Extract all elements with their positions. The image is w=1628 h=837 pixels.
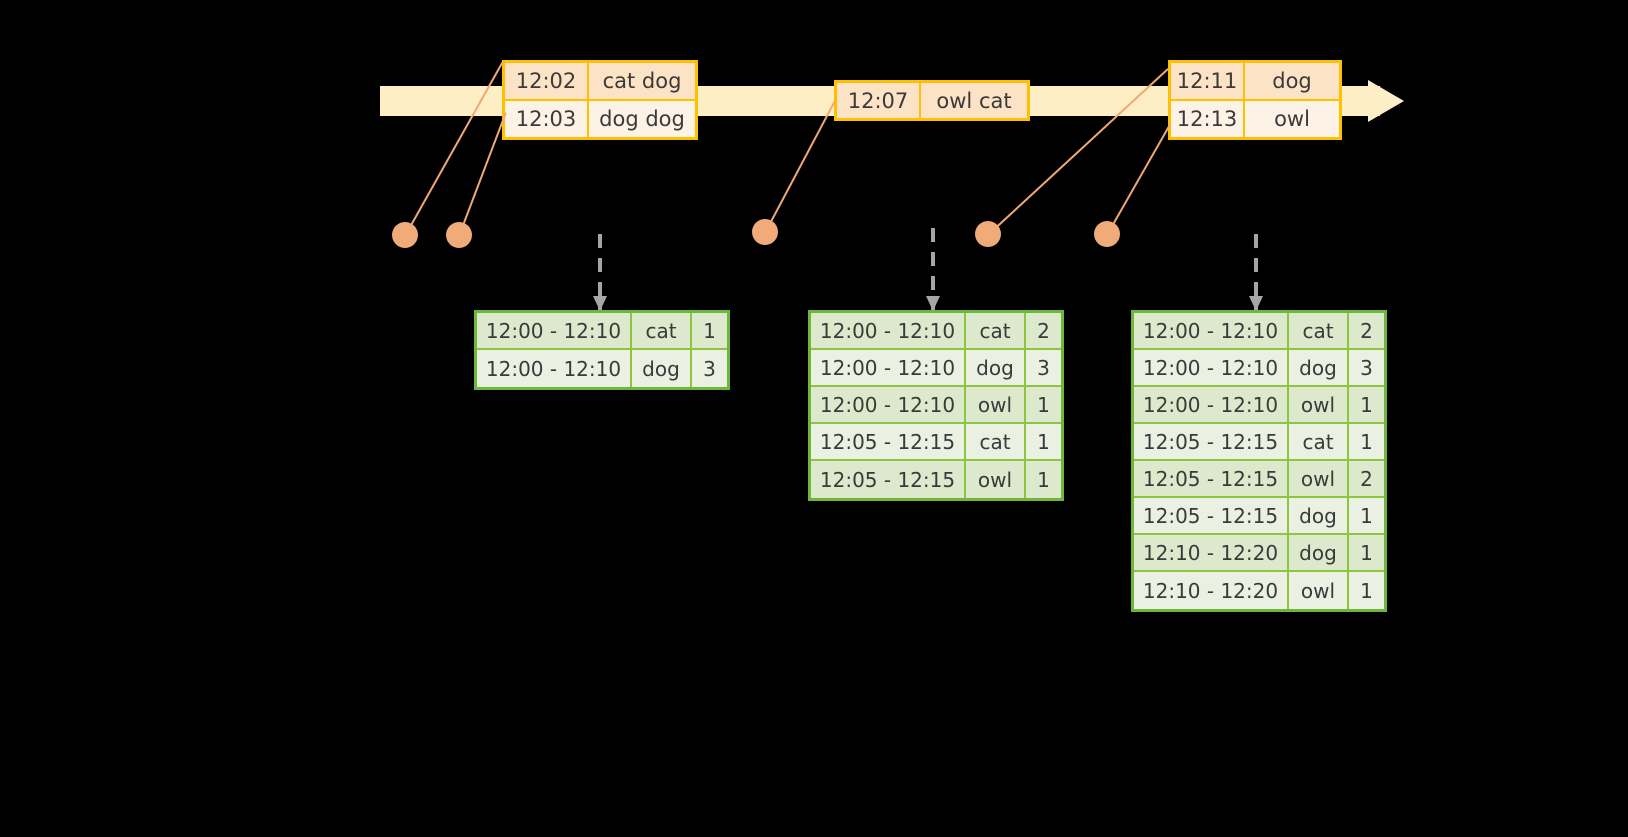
cell-word: owl — [1289, 387, 1349, 424]
arrow-head — [926, 296, 940, 311]
cell-word: owl — [966, 387, 1026, 424]
dashed-arrow-2 — [926, 228, 940, 311]
cell-window: 12:10 - 12:20 — [1134, 572, 1289, 609]
arrow-head — [1249, 296, 1263, 311]
arrow-stem — [931, 228, 935, 310]
event-words: cat dog — [589, 63, 695, 99]
event-row: 12:07 owl cat — [837, 83, 1027, 118]
cell-word: owl — [1289, 461, 1349, 498]
cell-count: 2 — [1349, 461, 1384, 498]
event-row: 12:11 dog — [1171, 63, 1339, 99]
event-words: owl — [1245, 101, 1339, 137]
event-words: owl cat — [921, 83, 1027, 118]
cell-word: cat — [966, 424, 1026, 461]
cell-word: owl — [1289, 572, 1349, 609]
cell-word: cat — [1289, 424, 1349, 461]
cell-count: 1 — [1349, 498, 1384, 535]
cell-count: 1 — [1349, 387, 1384, 424]
cell-count: 3 — [1026, 350, 1061, 387]
cell-window: 12:00 - 12:10 — [811, 313, 966, 350]
connector-dot-2[interactable] — [446, 222, 472, 248]
cell-word: dog — [632, 350, 692, 387]
event-row: 12:03 dog dog — [505, 99, 695, 137]
event-time: 12:07 — [837, 83, 921, 118]
cell-count: 3 — [1349, 350, 1384, 387]
cell-word: dog — [1289, 535, 1349, 572]
cell-word: cat — [632, 313, 692, 350]
event-words: dog — [1245, 63, 1339, 99]
connector-dot-1[interactable] — [392, 222, 418, 248]
cell-word: cat — [1289, 313, 1349, 350]
arrow-stem — [1254, 234, 1258, 310]
cell-window: 12:00 - 12:10 — [811, 387, 966, 424]
cell-window: 12:05 - 12:15 — [1134, 498, 1289, 535]
cell-count: 1 — [1349, 424, 1384, 461]
event-time: 12:02 — [505, 63, 589, 99]
event-box-1[interactable]: 12:02 cat dog 12:03 dog dog — [502, 60, 698, 140]
event-row: 12:13 owl — [1171, 99, 1339, 137]
cell-window: 12:00 - 12:10 — [477, 313, 632, 350]
event-box-2[interactable]: 12:07 owl cat — [834, 80, 1030, 121]
cell-window: 12:10 - 12:20 — [1134, 535, 1289, 572]
cell-window: 12:00 - 12:10 — [477, 350, 632, 387]
event-time: 12:13 — [1171, 101, 1245, 137]
cell-window: 12:05 - 12:15 — [1134, 461, 1289, 498]
event-row: 12:02 cat dog — [505, 63, 695, 99]
arrow-head — [593, 296, 607, 311]
cell-window: 12:05 - 12:15 — [811, 424, 966, 461]
connector-line-2 — [458, 112, 507, 237]
cell-window: 12:05 - 12:15 — [1134, 424, 1289, 461]
cell-count: 3 — [692, 350, 727, 387]
event-words: dog dog — [589, 101, 695, 137]
cell-window: 12:00 - 12:10 — [1134, 313, 1289, 350]
connector-dot-5[interactable] — [1094, 221, 1120, 247]
cell-window: 12:00 - 12:10 — [1134, 387, 1289, 424]
timeline-arrowhead — [1368, 80, 1404, 122]
cell-count: 1 — [1026, 387, 1061, 424]
cell-count: 1 — [1026, 424, 1061, 461]
dashed-arrow-1 — [593, 234, 607, 311]
cell-window: 12:00 - 12:10 — [811, 350, 966, 387]
event-time: 12:03 — [505, 101, 589, 137]
cell-count: 1 — [1349, 572, 1384, 609]
connector-line-3 — [764, 100, 836, 234]
cell-window: 12:05 - 12:15 — [811, 461, 966, 498]
cell-count: 1 — [1349, 535, 1384, 572]
cell-count: 2 — [1026, 313, 1061, 350]
cell-word: dog — [966, 350, 1026, 387]
dashed-arrow-3 — [1249, 234, 1263, 311]
arrow-stem — [598, 234, 602, 310]
cell-word: cat — [966, 313, 1026, 350]
connector-dot-3[interactable] — [752, 219, 778, 245]
connector-line-5 — [1106, 124, 1171, 236]
cell-window: 12:00 - 12:10 — [1134, 350, 1289, 387]
cell-word: dog — [1289, 350, 1349, 387]
cell-count: 1 — [692, 313, 727, 350]
cell-count: 1 — [1026, 461, 1061, 498]
cell-word: dog — [1289, 498, 1349, 535]
event-box-3[interactable]: 12:11 dog 12:13 owl — [1168, 60, 1342, 140]
event-time: 12:11 — [1171, 63, 1245, 99]
connector-dot-4[interactable] — [975, 221, 1001, 247]
cell-word: owl — [966, 461, 1026, 498]
cell-count: 2 — [1349, 313, 1384, 350]
